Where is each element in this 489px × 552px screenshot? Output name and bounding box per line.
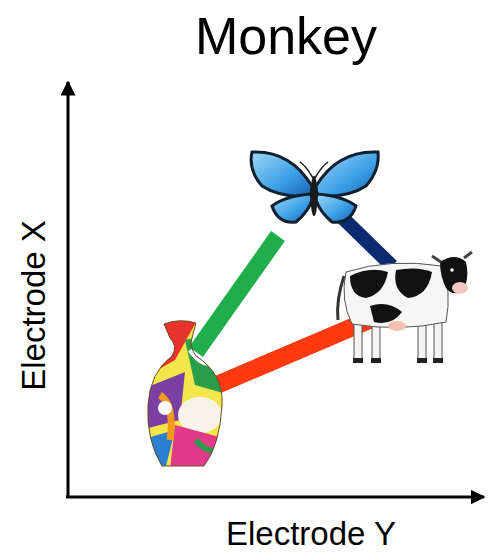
x-axis [66,496,484,499]
axes [66,82,484,498]
axis-label: Electrode X [16,220,49,391]
blue-line [312,188,392,266]
axis-label: Electrode Y [226,517,396,550]
y-axis [67,82,70,498]
cow-picture [338,252,472,363]
butterfly-picture [251,152,378,222]
vase-picture [140,315,230,470]
green-line [196,236,278,352]
distance-lines [196,188,392,390]
chart-title: Monkey [195,10,377,62]
